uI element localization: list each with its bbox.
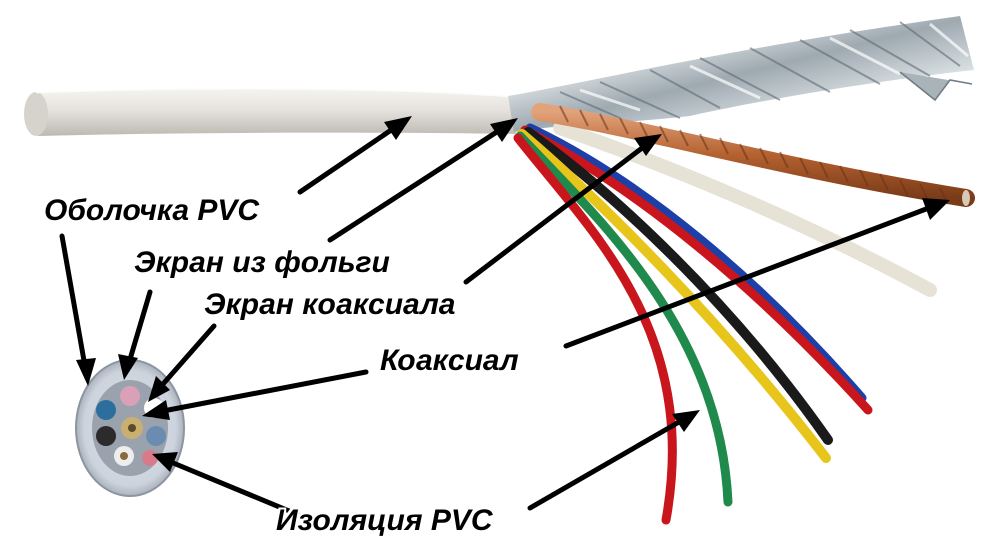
label-insulation: Изоляция PVC <box>276 504 493 537</box>
arrow-sheath-to-cable <box>297 116 412 195</box>
label-coax-screen: Экран коаксиала <box>204 288 456 321</box>
wire-red-left <box>513 133 677 525</box>
arrow-coax-to-cable <box>563 198 950 349</box>
wire-red-right <box>520 125 873 415</box>
wire-blue <box>525 123 867 403</box>
label-foil-screen: Экран из фольги <box>134 246 390 279</box>
arrow-insulation-to-wire <box>527 410 700 511</box>
arrow-foil-to-cable <box>327 118 518 243</box>
arrow-coaxscreen-to-section <box>148 323 217 402</box>
conductor-wires <box>513 121 937 525</box>
arrow-insulation-to-section <box>152 452 309 521</box>
wire-green <box>515 131 733 507</box>
wire-yellow <box>517 129 831 463</box>
wire-black <box>523 127 833 445</box>
arrow-foil-to-section <box>118 289 153 380</box>
arrow-coax-to-section <box>142 369 369 420</box>
foil-screen <box>508 16 974 132</box>
wire-white <box>553 121 937 297</box>
label-sheath: Оболочка PVC <box>44 194 260 227</box>
coax-cable <box>531 103 975 207</box>
cable-sheath <box>24 86 516 136</box>
pointer-arrows <box>59 116 950 521</box>
arrow-sheath-to-section <box>59 233 96 386</box>
arrow-coaxscreen-to-cable <box>463 134 662 285</box>
label-coax: Коаксиал <box>380 344 519 377</box>
